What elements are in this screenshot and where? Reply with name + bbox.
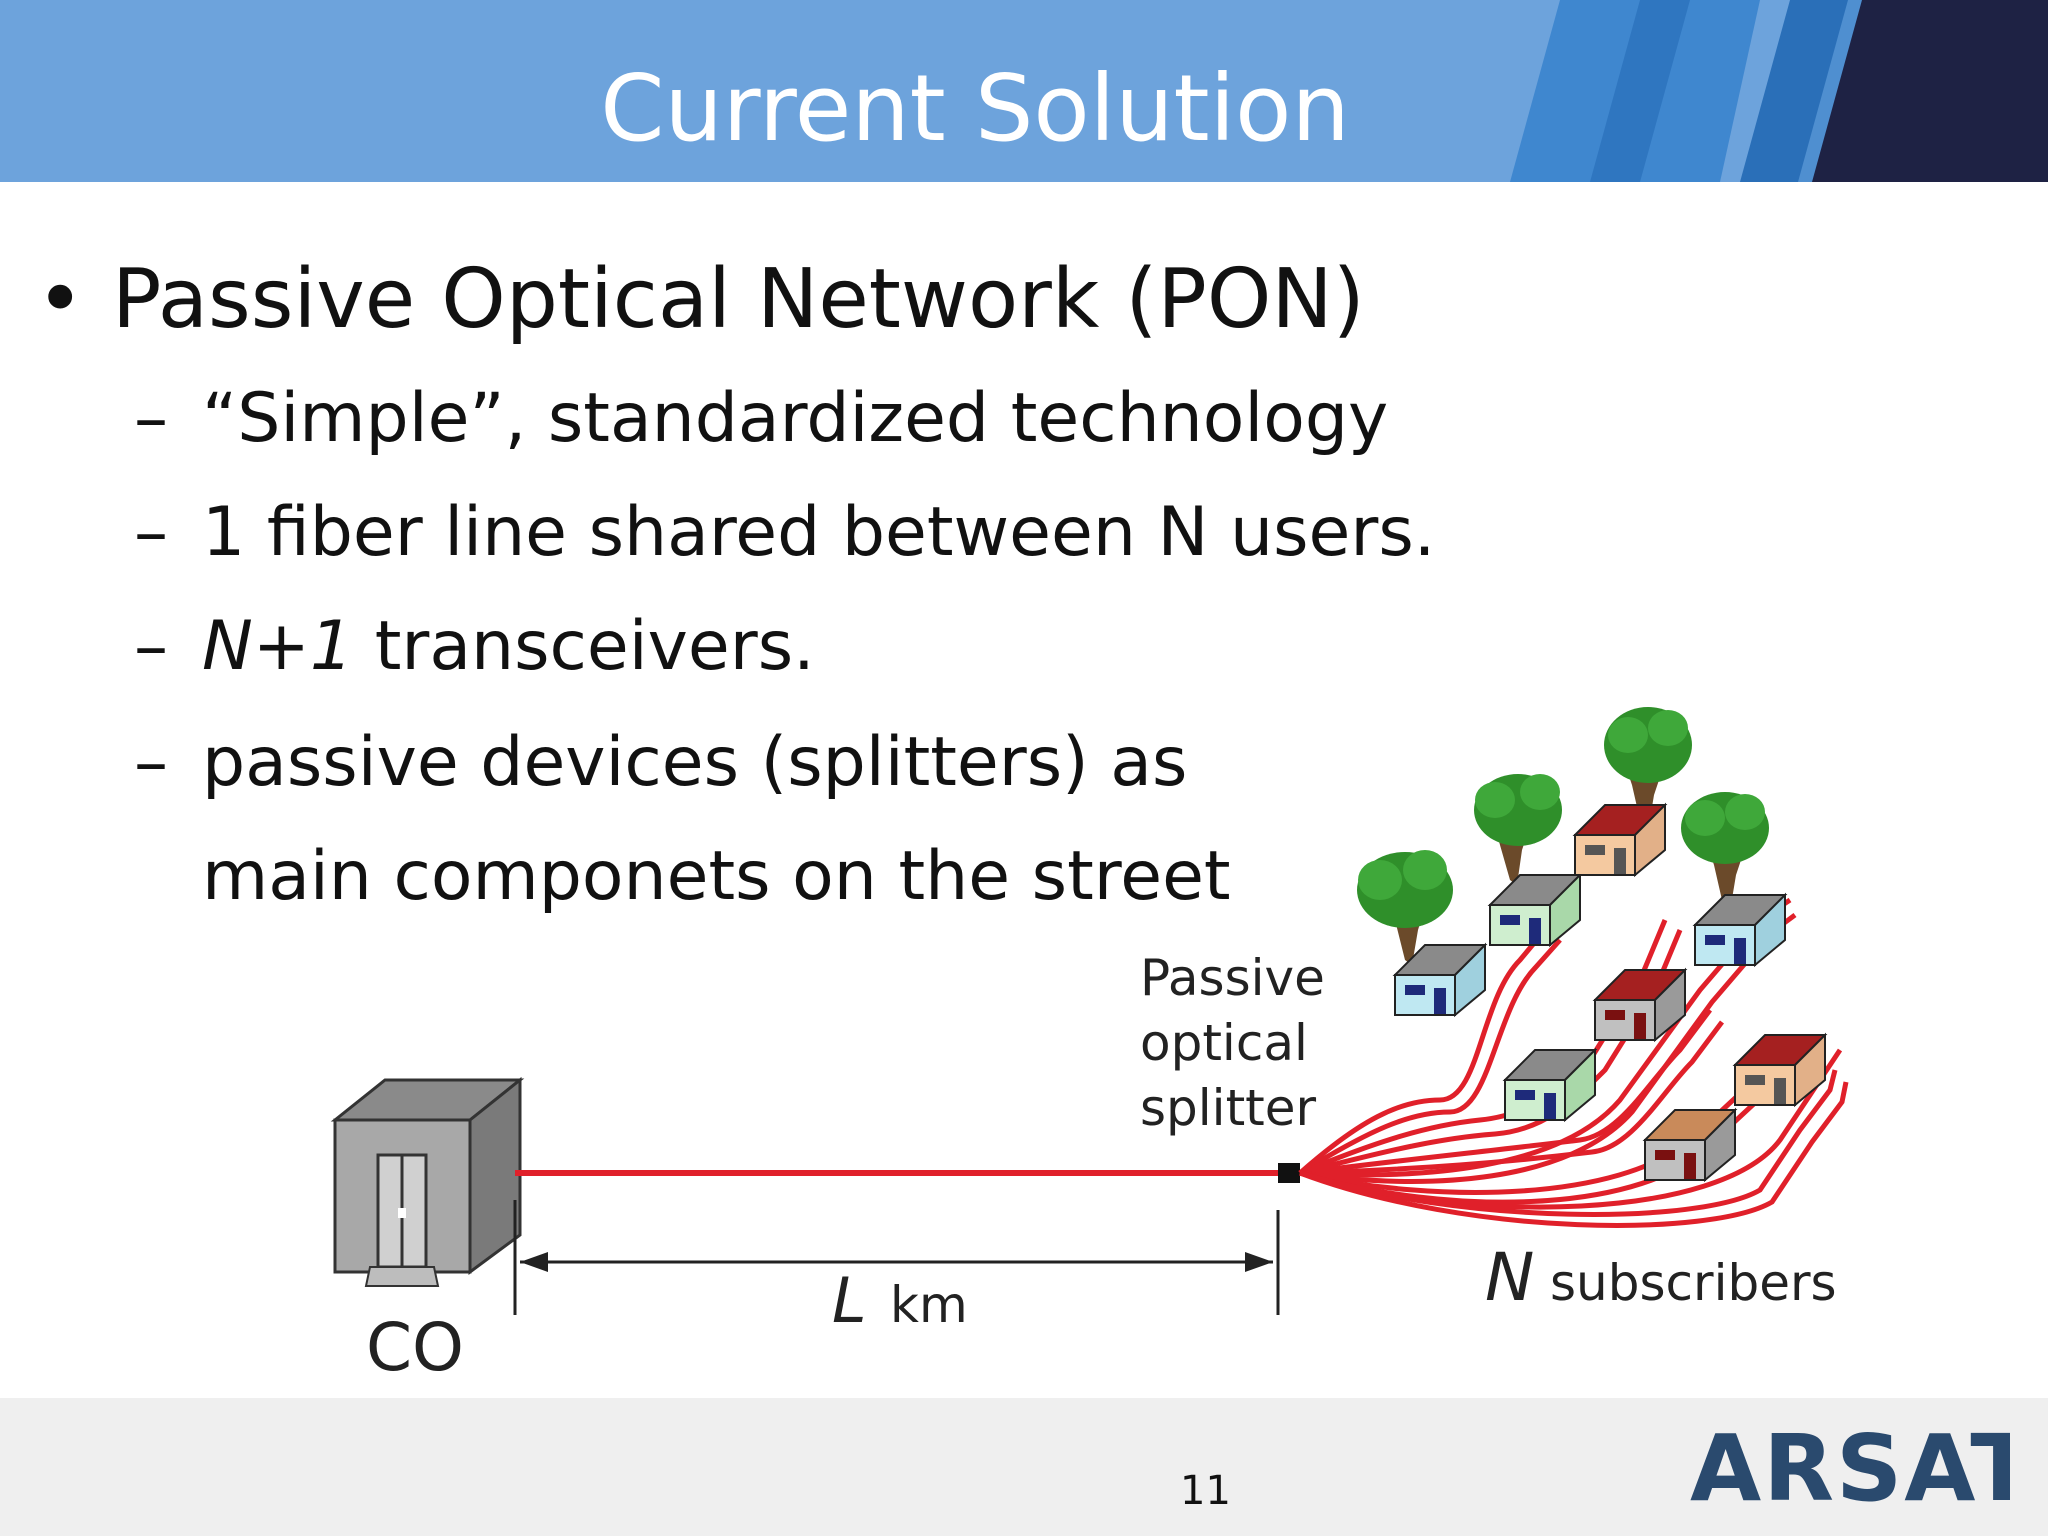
distribution-fibers — [1298, 897, 1849, 1228]
pon-diagram: CO L km Passive optical splitter — [330, 707, 1849, 1386]
distance-symbol: L — [832, 1264, 867, 1337]
splitter-label-line: optical — [1140, 1014, 1308, 1072]
house — [1732, 1032, 1828, 1108]
sub-bullet-rest: transceivers. — [353, 607, 815, 686]
sub-bullet-text: 1 fiber line shared between N users. — [202, 493, 1436, 572]
slide-header: Current Solution — [0, 0, 2048, 182]
house — [1692, 892, 1788, 968]
slide-title: Current Solution — [600, 55, 1350, 162]
main-bullet-text: Passive Optical Network (PON) — [112, 252, 1365, 347]
tree — [1474, 774, 1562, 885]
logo-text: ARSAT — [1690, 1418, 2010, 1518]
house — [1502, 1047, 1598, 1123]
sub-bullet-italic: N+1 — [202, 607, 354, 686]
slide-footer — [0, 1398, 2048, 1536]
central-office-building — [330, 1076, 525, 1287]
subscribers-label: subscribers — [1550, 1254, 1837, 1312]
tree — [1681, 792, 1769, 905]
house — [1592, 967, 1688, 1043]
co-label: CO — [366, 1309, 464, 1386]
slide-content: • Passive Optical Network (PON) – “Simpl… — [36, 252, 1436, 916]
dash-marker: – — [134, 493, 168, 572]
sub-bullet-text: N+1 transceivers. — [202, 602, 815, 692]
header-accent-stripes — [1510, 0, 2048, 182]
dash-marker: – — [134, 723, 168, 802]
tree — [1357, 850, 1453, 965]
tree — [1604, 707, 1692, 825]
dash-marker: – — [134, 379, 168, 458]
subscribers-symbol: N — [1485, 1239, 1534, 1316]
distance-unit: km — [890, 1276, 968, 1334]
sub-bullet-text: “Simple”, standardized technology — [202, 379, 1389, 458]
page-number: 11 — [1180, 1468, 1231, 1514]
splitter-label-line: Passive — [1140, 949, 1325, 1007]
dash-marker: – — [134, 607, 168, 686]
splitter-label-line: splitter — [1140, 1079, 1317, 1137]
house — [1392, 942, 1488, 1018]
arsat-logo: ARSAT — [1690, 1418, 2010, 1518]
bullet-dot: • — [36, 252, 85, 347]
house — [1487, 872, 1583, 948]
splitter-box — [1278, 1163, 1300, 1183]
house — [1572, 802, 1668, 878]
house — [1642, 1107, 1738, 1183]
sub-bullet-text: main componets on the street — [202, 837, 1231, 916]
distance-dimension — [513, 1200, 1280, 1315]
sub-bullet-text: passive devices (splitters) as — [202, 723, 1188, 802]
